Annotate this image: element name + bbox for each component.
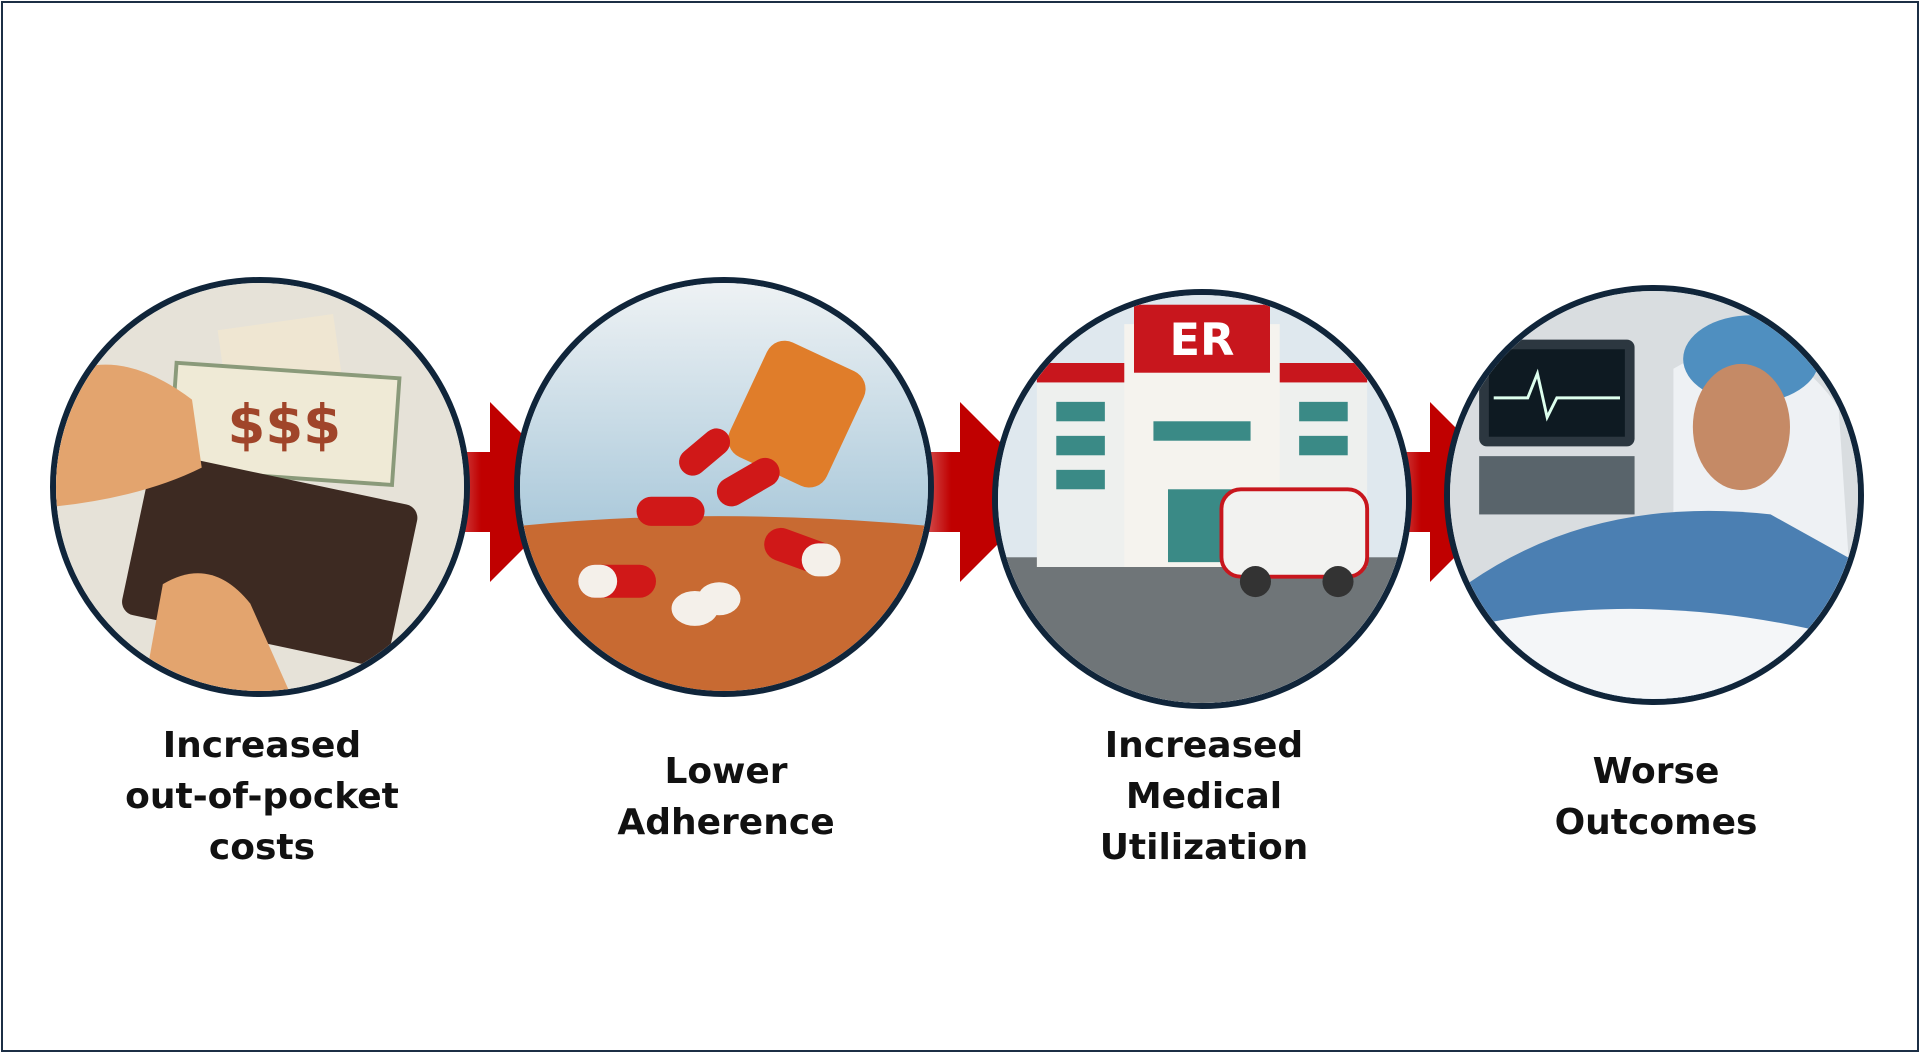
hospital-patient-icon (1444, 285, 1864, 705)
svg-text:ER: ER (1170, 314, 1235, 366)
svg-text:$$$: $$$ (228, 393, 342, 456)
step-label-increased-utilization: Increased Medical Utilization (994, 720, 1414, 873)
label-line: Increased (1104, 725, 1304, 766)
label-line: costs (208, 827, 316, 868)
step-label-worse-outcomes: Worse Outcomes (1446, 746, 1866, 848)
label-line: Lower (664, 751, 788, 792)
label-line: Adherence (617, 802, 835, 843)
label-line: Outcomes (1554, 802, 1758, 843)
wallet-money-icon: $$$ (50, 277, 470, 697)
label-line: out-of-pocket (125, 776, 399, 817)
label-line: Medical (1125, 776, 1283, 817)
step-label-lower-adherence: Lower Adherence (516, 746, 936, 848)
spilled-pills-icon (514, 277, 934, 697)
emergency-room-icon: ER (992, 289, 1412, 709)
label-line: Increased (162, 725, 362, 766)
label-line: Utilization (1099, 827, 1309, 868)
step-label-increased-costs: Increased out-of-pocket costs (52, 720, 472, 873)
label-line: Worse (1592, 751, 1720, 792)
